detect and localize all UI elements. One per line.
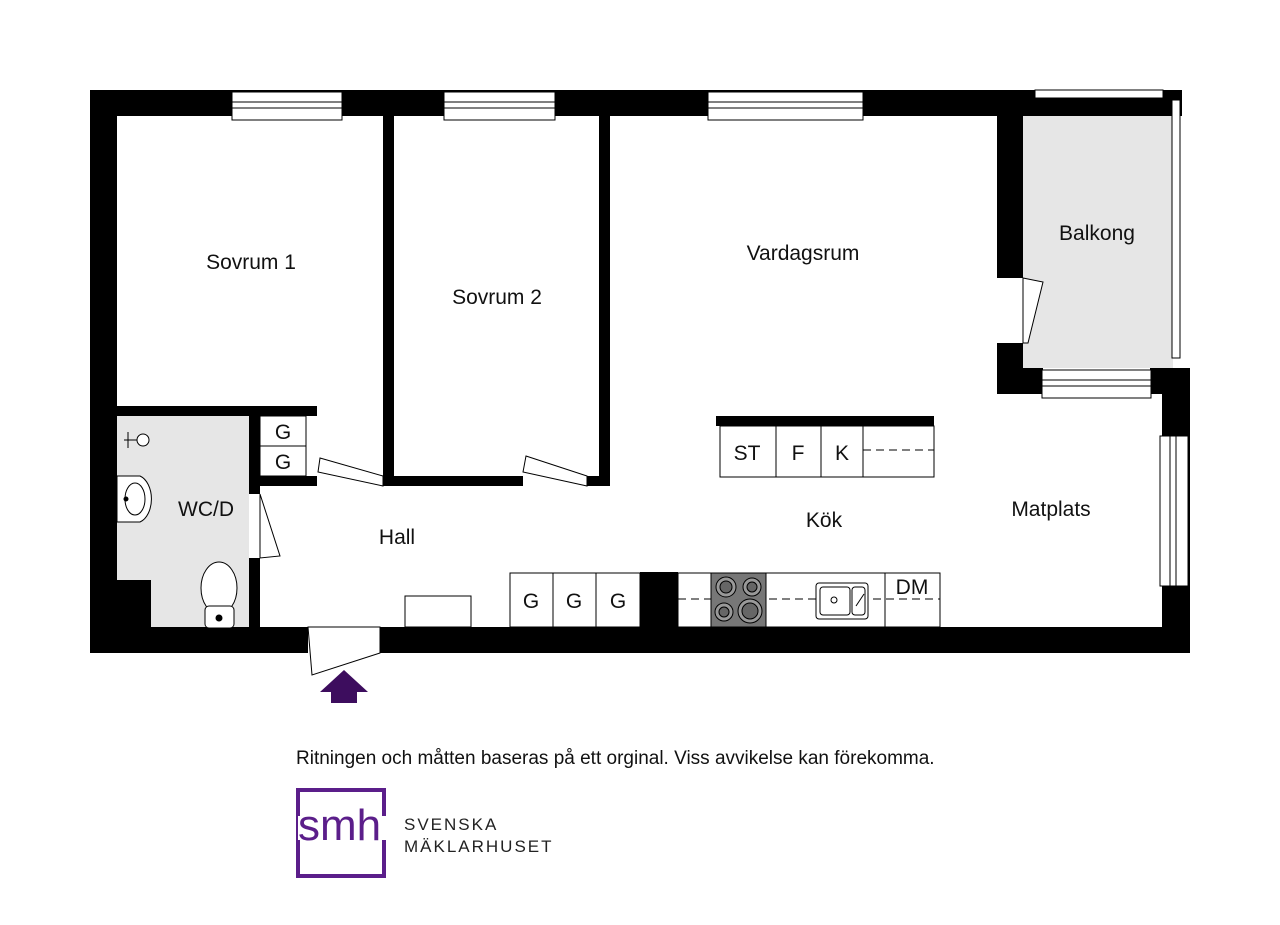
room-matplats-label: Matplats [1011, 498, 1090, 521]
windows [231, 89, 1189, 587]
kitchen-counter [677, 572, 941, 628]
wardrobe-g3-label: G [610, 590, 626, 613]
room-sovrum1-label: Sovrum 1 [206, 251, 296, 274]
balcony-floor [1023, 100, 1173, 368]
bathroom-fixtures [116, 432, 238, 629]
room-kok-label: Kök [806, 509, 843, 532]
fixture-f-label: F [792, 442, 805, 465]
entrance-arrow-icon [320, 670, 368, 703]
hall-closet-g2-label: G [275, 451, 291, 474]
room-wc-label: WC/D [178, 498, 234, 521]
smh-logo: smh SVENSKA MÄKLARHUSET [296, 788, 596, 888]
fixture-dm-label: DM [896, 576, 929, 599]
wardrobes [404, 572, 641, 628]
room-vardagsrum-label: Vardagsrum [747, 242, 860, 265]
smh-logo-mark-icon: smh [298, 806, 394, 850]
fixture-st-label: ST [734, 442, 761, 465]
hall-closet-g1-label: G [275, 421, 291, 444]
logo-line-2: MÄKLARHUSET [404, 837, 554, 856]
logo-wordmark: SVENSKA MÄKLARHUSET [404, 814, 554, 858]
fixture-k-label: K [835, 442, 849, 465]
room-hall-label: Hall [379, 526, 415, 549]
disclaimer-text: Ritningen och måtten baseras på ett orgi… [296, 748, 935, 769]
wardrobe-g2-label: G [566, 590, 582, 613]
walls [90, 90, 1190, 653]
room-sovrum2-label: Sovrum 2 [452, 286, 542, 309]
logo-line-1: SVENSKA [404, 815, 499, 834]
svg-text:smh: smh [298, 806, 381, 850]
wardrobe-g1-label: G [523, 590, 539, 613]
hall-closet [259, 415, 307, 477]
room-balkong-label: Balkong [1059, 222, 1135, 245]
doors [259, 277, 1044, 676]
kitchen-island [719, 425, 935, 478]
